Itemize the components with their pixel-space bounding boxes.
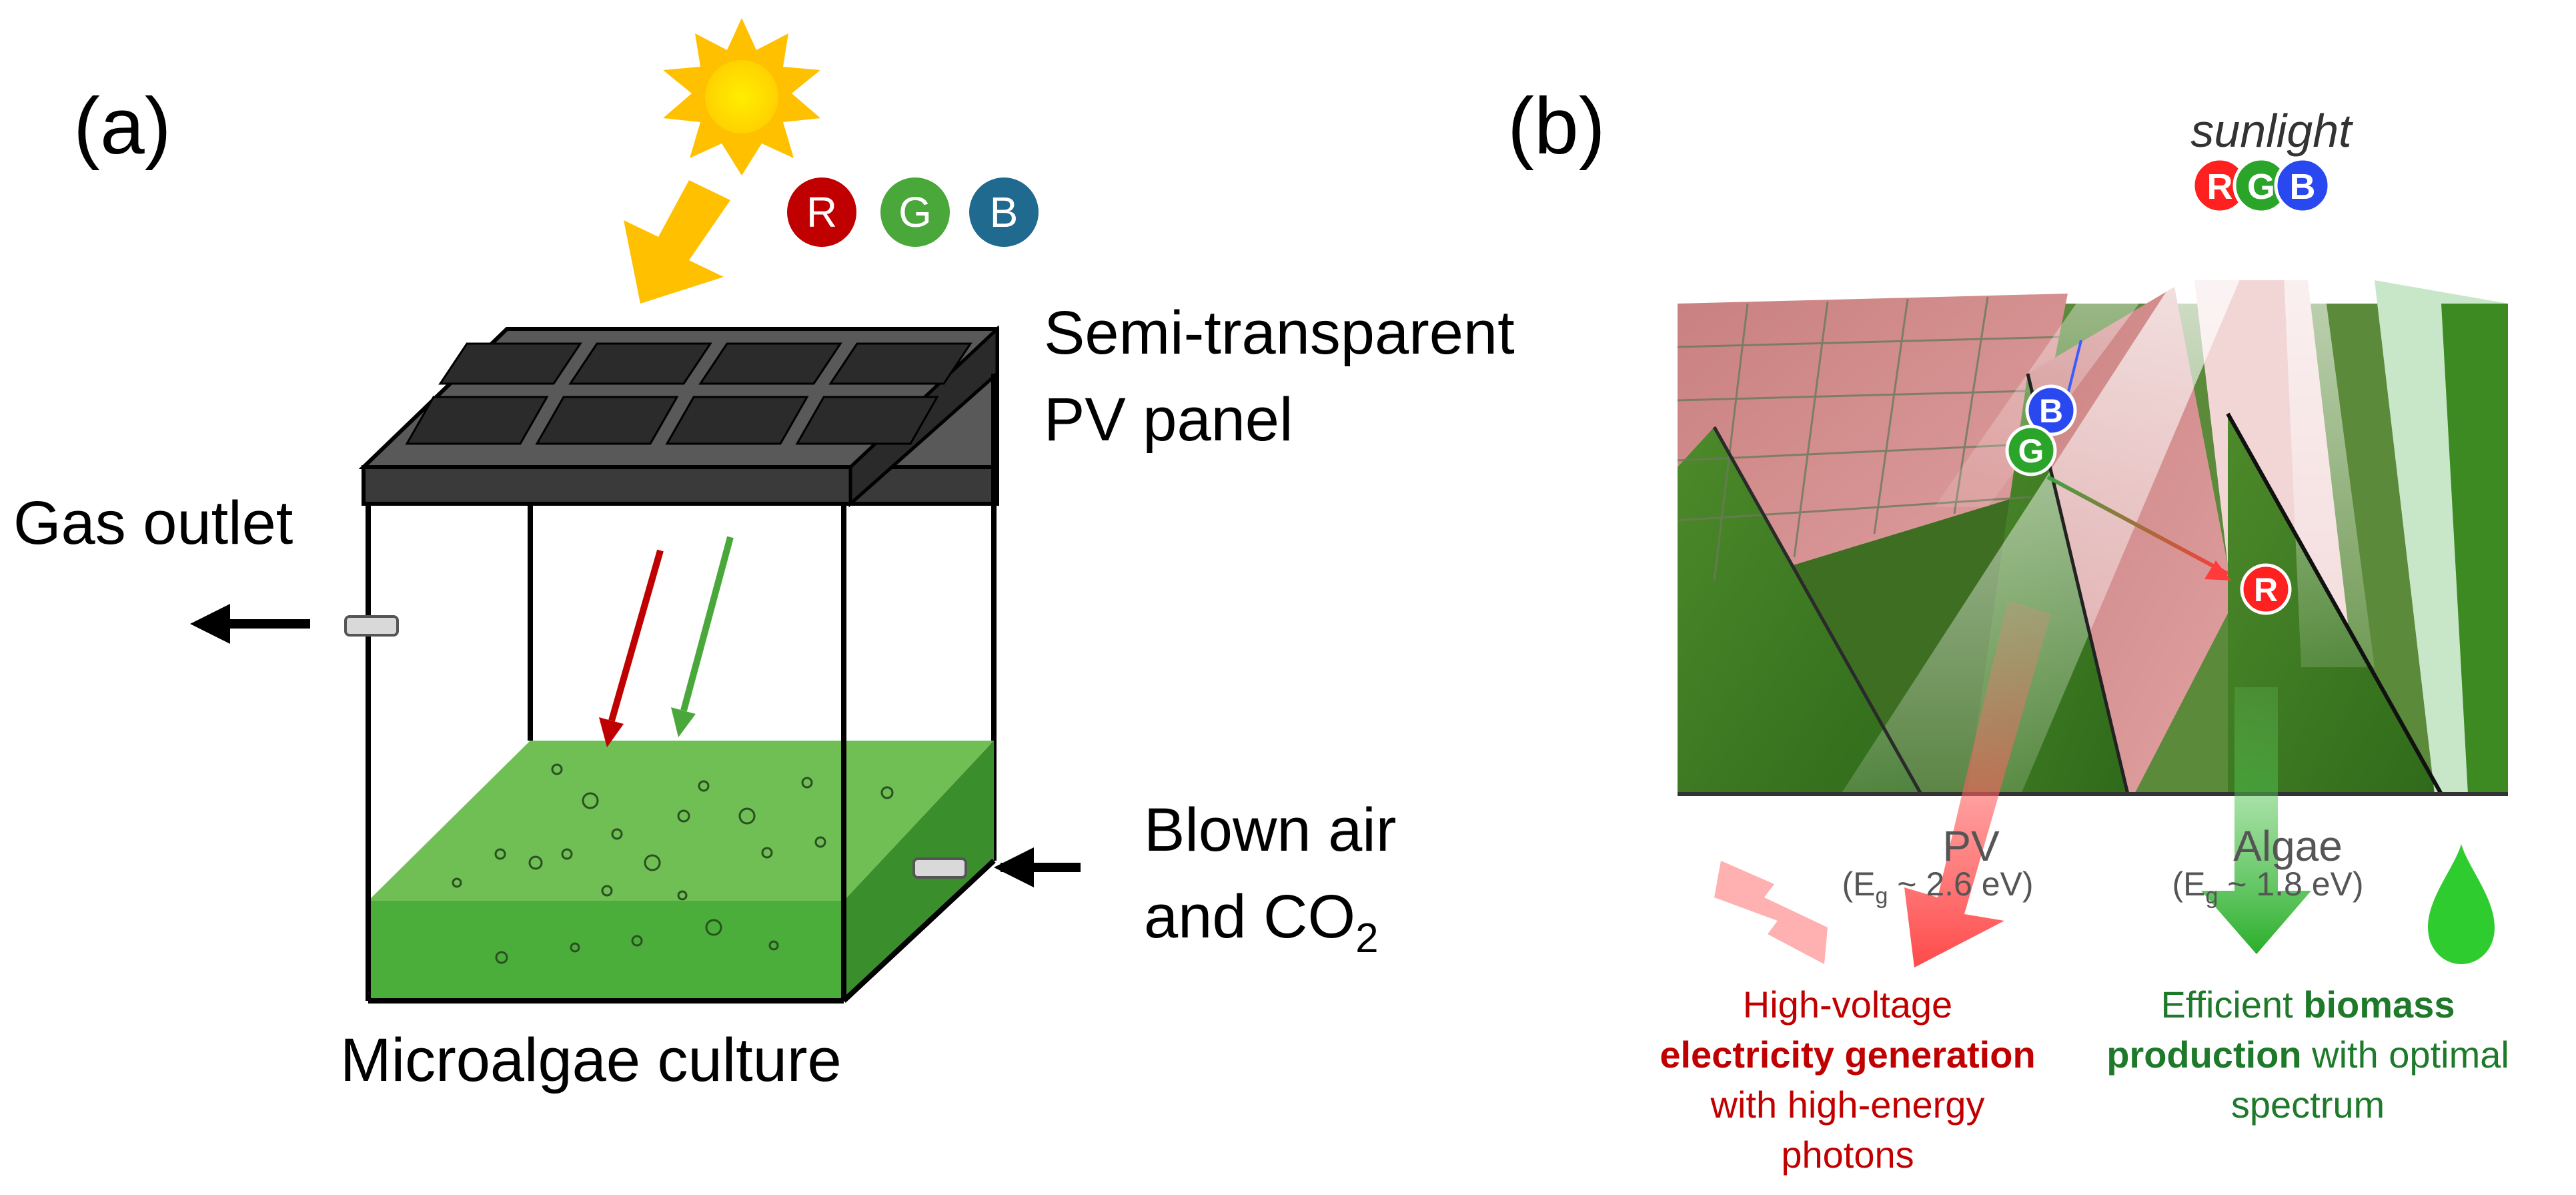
pv-caption: High-voltage electricity generation with…	[1660, 983, 2035, 1176]
rgb-b-a: B	[990, 188, 1019, 236]
svg-text:Efficient biomass: Efficient biomass	[2161, 983, 2455, 1026]
droplet-icon	[2428, 844, 2495, 964]
blown-air-label-line1: Blown air	[1144, 796, 1396, 864]
pv-panel	[358, 325, 999, 508]
svg-text:electricity generation: electricity generation	[1660, 1034, 2035, 1076]
pv-bandgap: (Eg ~ 2.6 eV)	[1842, 865, 2033, 909]
pv-panel-label-line2: PV panel	[1044, 386, 1293, 454]
pv-algae-3d-scene	[1677, 207, 2508, 967]
algae-caption: Efficient biomass production with optima…	[2106, 983, 2509, 1126]
green-light-arrow	[671, 536, 734, 737]
svg-text:High-voltage: High-voltage	[1743, 983, 1952, 1026]
air-inlet-tube	[912, 857, 967, 879]
algae-down-arrow	[2201, 687, 2311, 954]
gb-badges-b: B G R	[2005, 384, 2292, 615]
svg-text:G: G	[2247, 167, 2275, 207]
gas-outlet-label: Gas outlet	[13, 489, 293, 557]
blown-air-label-line2: and CO2	[1144, 883, 1379, 961]
blown-air-arrow	[994, 847, 1081, 887]
svg-text:with high-energy: with high-energy	[1710, 1084, 1985, 1126]
gas-outlet-arrow	[190, 604, 310, 644]
svg-text:B: B	[2039, 392, 2063, 430]
svg-text:R: R	[2254, 571, 2278, 609]
co2-subscript: 2	[1355, 915, 1378, 961]
pv-down-arrow	[1904, 601, 2051, 967]
svg-text:photons: photons	[1781, 1134, 1914, 1176]
svg-text:spectrum: spectrum	[2231, 1084, 2385, 1126]
sunlight-arrow	[624, 180, 730, 304]
svg-text:R: R	[2207, 167, 2233, 207]
microalgae-culture-label: Microalgae culture	[340, 1026, 842, 1094]
svg-text:B: B	[2290, 167, 2316, 207]
lightning-icon	[1714, 861, 1828, 964]
pv-title: PV	[1942, 822, 2000, 870]
red-light-arrow	[599, 549, 664, 747]
panel-b-label: (b)	[1507, 81, 1605, 171]
algae-bandgap: (Eg ~ 1.8 eV)	[2172, 865, 2363, 909]
panel-a-label: (a)	[73, 81, 171, 171]
pv-panel-label-line1: Semi-transparent	[1044, 299, 1515, 367]
sun-icon	[663, 18, 820, 175]
rgb-badges-a: R G B	[787, 177, 1039, 247]
svg-text:G: G	[2018, 432, 2044, 470]
gas-outlet-tube	[344, 615, 399, 637]
rgb-badges-b: R G B	[2191, 157, 2331, 214]
svg-text:production with optimal: production with optimal	[2106, 1034, 2509, 1076]
sunlight-label: sunlight	[2190, 105, 2353, 157]
microalgae-culture	[366, 504, 996, 1004]
rgb-g-a: G	[898, 188, 932, 236]
algae-title: Algae	[2233, 822, 2343, 870]
rgb-r-a: R	[806, 188, 837, 236]
